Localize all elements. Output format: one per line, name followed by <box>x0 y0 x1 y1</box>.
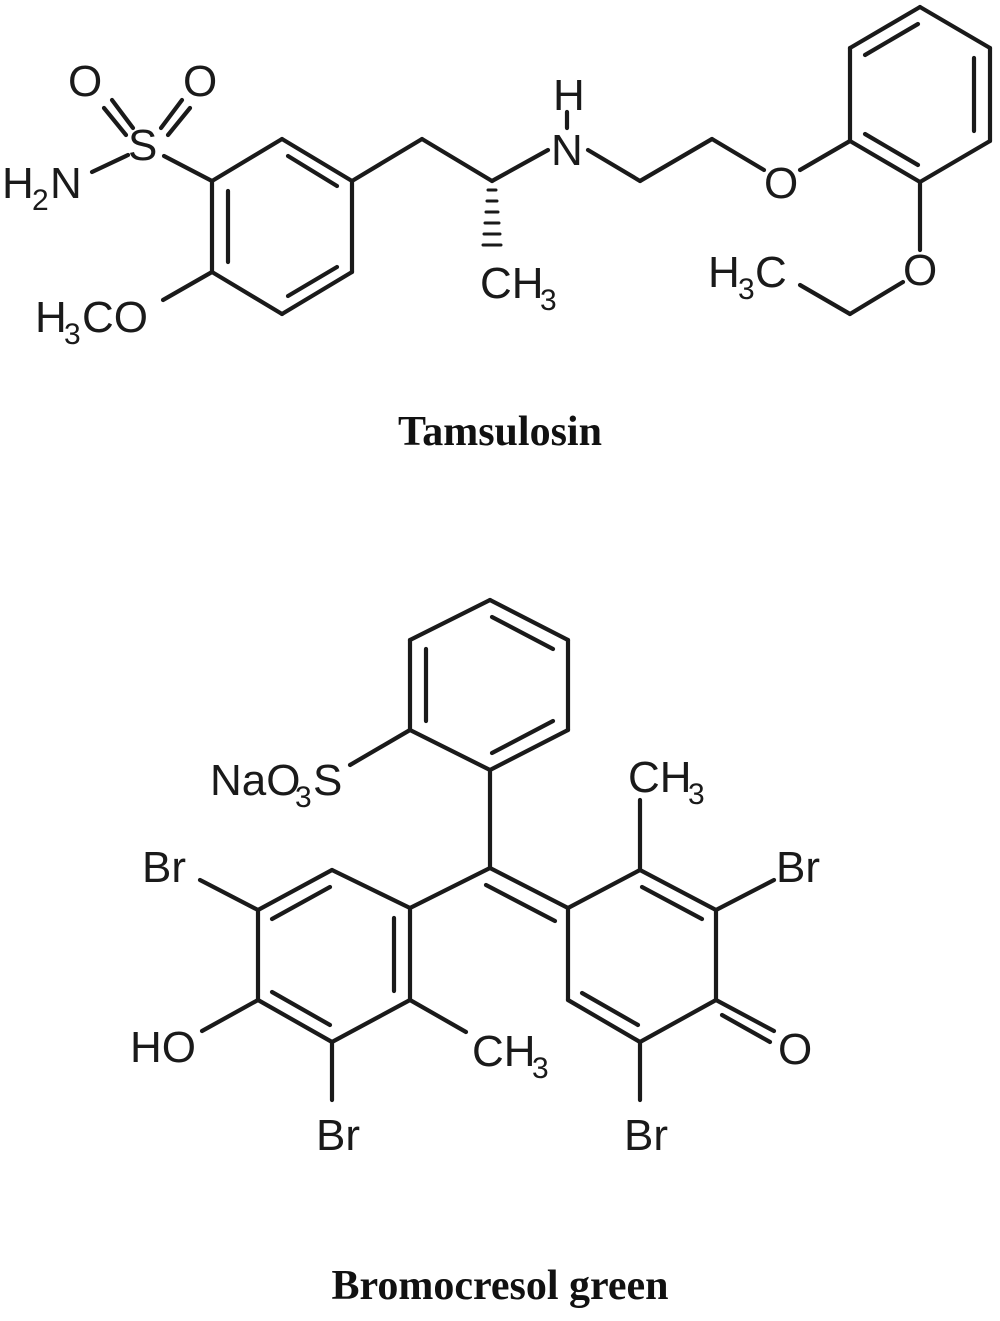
subscript: 3 <box>540 284 557 317</box>
ring-right-inner <box>579 990 641 1028</box>
bond-n-ch2 <box>585 147 643 184</box>
atom-n: N <box>50 159 82 208</box>
atom-s: S <box>313 756 342 805</box>
atom-ch: CH <box>628 753 692 802</box>
bond-ch2-ch2 <box>637 136 715 184</box>
bromocresol-green-structure: NaO 3 S Br HO Br CH 3 CH 3 Br O Br <box>130 597 820 1160</box>
atom-br: Br <box>316 1111 360 1160</box>
bond-ring-br <box>713 877 777 913</box>
ring1-inner <box>285 153 340 189</box>
atom-h: H <box>708 248 740 297</box>
atom-ho: HO <box>130 1023 196 1072</box>
bond-ring-ch3 <box>407 997 469 1035</box>
ring-top-inner <box>489 614 556 652</box>
ring1-bond <box>209 136 285 184</box>
atom-s: S <box>128 121 157 170</box>
atom-o: O <box>778 1025 812 1074</box>
bond-ch2-ch3 <box>797 282 853 317</box>
bond-ring-methoxy <box>160 269 215 303</box>
bond-s-ring <box>161 153 215 184</box>
bond-ch-n <box>489 147 551 184</box>
atom-o: O <box>183 57 217 106</box>
bond-s-o1 <box>109 97 136 131</box>
bond-ch2-o <box>709 136 767 173</box>
ring2-bond <box>847 138 923 185</box>
atom-nao: NaO <box>210 756 300 805</box>
ring-left-bond <box>329 867 413 911</box>
atom-ch: CH <box>472 1027 536 1076</box>
ring2-bond <box>917 138 993 185</box>
atom-o: O <box>68 57 102 106</box>
ring-left-bond <box>329 997 413 1045</box>
ring1-bond <box>279 136 355 184</box>
atom-h: H <box>553 71 585 120</box>
atom-o: O <box>764 159 798 208</box>
atom-h: H <box>35 293 67 342</box>
bond-central-right-double <box>483 882 558 924</box>
atom-o: O <box>903 246 937 295</box>
ring2-bond <box>847 4 923 51</box>
ring-right-bond <box>565 867 643 911</box>
bond-ring-ch2 <box>349 136 425 184</box>
ring-right-bond <box>565 997 643 1045</box>
bond-ring-s <box>347 727 413 768</box>
bond-o-ch2 <box>847 279 906 317</box>
bond-ring-o <box>713 997 777 1034</box>
bond-s-o2 <box>158 97 185 131</box>
atom-c: C <box>755 248 787 297</box>
ring1-bond <box>279 269 355 317</box>
subscript: 3 <box>532 1052 549 1085</box>
bond-ch2-ch <box>419 136 495 184</box>
ring-right-inner <box>639 884 705 922</box>
ring-left-inner <box>269 989 333 1028</box>
bond-ring-br <box>197 877 261 913</box>
bond-s-o2-double <box>165 105 193 138</box>
bond-s-o1-double <box>101 105 129 138</box>
atom-br: Br <box>624 1111 668 1160</box>
atom-br: Br <box>142 843 186 892</box>
ring1-bond <box>209 269 285 317</box>
ring-right-bond <box>637 997 719 1045</box>
subscript: 3 <box>688 778 705 811</box>
bond-ring-o-double <box>719 1012 773 1045</box>
ring-left-inner <box>269 884 333 922</box>
ring1-inner <box>285 264 340 299</box>
bond-ring-oh <box>199 997 261 1034</box>
subscript: 3 <box>64 318 81 351</box>
ring-right-bond <box>637 867 719 913</box>
caption-bromocresol-green: Bromocresol green <box>331 1263 669 1309</box>
ring2-bond <box>917 4 993 51</box>
subscript: 2 <box>32 184 49 217</box>
ring-top-bond <box>407 597 493 643</box>
subscript: 3 <box>738 273 755 306</box>
ring-top-inner <box>489 718 556 756</box>
ring2-inner <box>862 131 921 168</box>
ring-top-bond <box>487 597 571 643</box>
atom-n: N <box>551 126 583 175</box>
hashed-wedge <box>481 188 503 247</box>
bond-central-left <box>407 865 493 911</box>
atom-h: H <box>2 159 34 208</box>
tamsulosin-structure: O O S H 2 N H 3 CO H N CH 3 O O H 3 C <box>2 4 993 351</box>
bond-s-n <box>89 152 131 175</box>
atom-co: CO <box>82 293 148 342</box>
atom-br: Br <box>776 843 820 892</box>
ring-top-bond <box>487 727 571 773</box>
bond-o-ring <box>797 138 853 173</box>
ring-left-bond <box>255 997 335 1045</box>
ring-left-bond <box>255 867 335 913</box>
bond-central-right <box>487 865 571 911</box>
caption-tamsulosin: Tamsulosin <box>398 409 602 455</box>
ring-top-bond <box>407 727 493 773</box>
atom-ch: CH <box>480 259 544 308</box>
ring2-inner <box>862 21 921 58</box>
subscript: 3 <box>295 781 312 814</box>
